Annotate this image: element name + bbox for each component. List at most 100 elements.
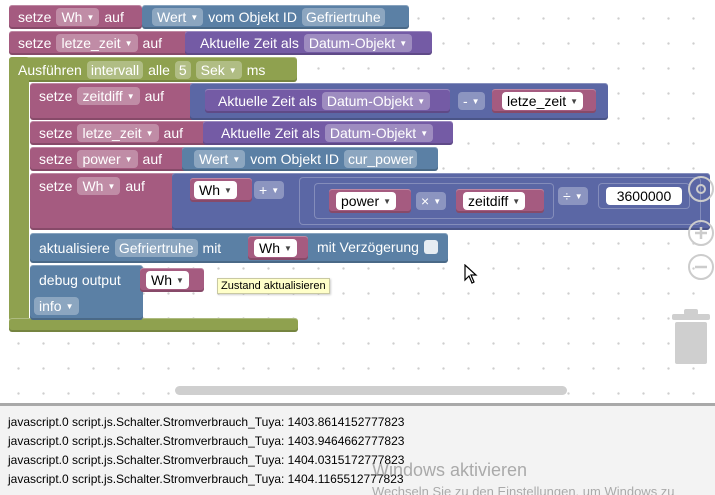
debug-output-block[interactable] [30, 265, 143, 320]
var-dropdown[interactable]: letze_zeit▼ [56, 34, 138, 52]
setze-label: setze [39, 178, 73, 194]
format-dropdown[interactable]: Datum-Objekt▼ [303, 34, 413, 52]
chevron-down-icon: ▼ [420, 128, 429, 138]
delay-label: mit Verzögerung [317, 239, 419, 255]
interval-block[interactable] [9, 57, 297, 82]
zoom-out-button[interactable] [688, 254, 714, 280]
minus-icon [695, 265, 707, 269]
chevron-down-icon: ▼ [512, 196, 521, 206]
var-dropdown[interactable]: letze_zeit▼ [77, 124, 159, 142]
operator-dropdown[interactable]: -▼ [458, 92, 485, 110]
auf-label: auf [104, 9, 124, 25]
ausfuehren-label: Ausführen [18, 62, 82, 78]
plus-icon [695, 227, 707, 239]
var-dropdown[interactable]: power▼ [336, 192, 397, 210]
interval-block-foot [9, 318, 298, 332]
operator-dropdown[interactable]: +▼ [254, 181, 285, 199]
ms-label: ms [246, 62, 266, 78]
current-time-label: Aktuelle Zeit als [221, 125, 320, 141]
var-dropdown[interactable]: Wh▼ [254, 239, 297, 257]
chevron-down-icon: ▼ [65, 301, 74, 311]
chevron-down-icon: ▼ [145, 128, 154, 138]
setze-label: setze [39, 151, 73, 167]
log-panel: javascript.0 script.js.Schalter.Stromver… [0, 403, 715, 495]
setze-label: setze [18, 9, 52, 25]
var-dropdown[interactable]: letze_zeit▼ [502, 92, 584, 110]
mit-label: mit [202, 240, 222, 256]
chevron-down-icon: ▼ [228, 65, 237, 75]
format-dropdown[interactable]: Datum-Objekt▼ [321, 92, 431, 110]
auf-label: auf [163, 125, 184, 141]
set-letze-zeit-block[interactable] [9, 31, 192, 55]
log-line: javascript.0 script.js.Schalter.Stromver… [8, 472, 404, 486]
chevron-down-icon: ▼ [86, 12, 95, 22]
chevron-down-icon: ▼ [399, 38, 408, 48]
var-dropdown[interactable]: Wh▼ [56, 8, 100, 26]
mouse-cursor-icon [464, 264, 478, 284]
log-line: javascript.0 script.js.Schalter.Stromver… [8, 434, 405, 448]
object-id-label: vom Objekt ID [250, 151, 339, 167]
number-field[interactable]: 3600000 [606, 187, 682, 205]
current-time-label: Aktuelle Zeit als [218, 93, 317, 109]
alle-label: alle [148, 62, 170, 78]
horizontal-scrollbar[interactable] [175, 386, 567, 395]
aktualisiere-label: aktualisiere [39, 240, 110, 256]
set-letze-zeit-block[interactable] [30, 121, 208, 145]
activation-watermark-subtitle: Wechseln Sie zu den Einstellungen, um Wi… [372, 484, 675, 495]
var-dropdown[interactable]: Wh▼ [194, 181, 237, 199]
object-id-field[interactable]: Gefriertruhe [114, 239, 198, 257]
interval-name-field[interactable]: intervall [86, 61, 144, 79]
var-dropdown[interactable]: power▼ [77, 150, 138, 168]
auf-label: auf [142, 151, 162, 167]
update-state-block[interactable] [30, 233, 448, 263]
interval-block-spine [9, 57, 29, 321]
time-block[interactable] [185, 31, 432, 55]
time-block[interactable] [205, 89, 450, 113]
chevron-down-icon: ▼ [176, 275, 184, 285]
chevron-down-icon: ▼ [284, 243, 292, 253]
log-line: javascript.0 script.js.Schalter.Stromver… [8, 415, 405, 429]
delay-checkbox[interactable] [423, 240, 438, 254]
chevron-down-icon: ▼ [574, 191, 583, 201]
set-power-block[interactable] [30, 147, 188, 171]
current-time-label: Aktuelle Zeit als [200, 35, 299, 51]
blockly-workspace[interactable]: setze Wh▼ auf Wert▼ vom Objekt ID Gefrie… [0, 0, 715, 402]
zoom-in-button[interactable] [688, 220, 714, 246]
get-state-block[interactable] [182, 147, 438, 171]
get-state-block[interactable] [142, 5, 409, 29]
chevron-down-icon: ▼ [224, 185, 232, 195]
trash-icon[interactable] [670, 308, 712, 366]
wert-dropdown[interactable]: Wert▼ [194, 150, 246, 168]
setze-label: setze [39, 88, 73, 104]
set-wh-block[interactable] [30, 173, 176, 230]
var-dropdown[interactable]: Wh▼ [77, 177, 121, 195]
auf-label: auf [125, 178, 145, 194]
chevron-down-icon: ▼ [107, 181, 116, 191]
operator-dropdown[interactable]: ×▼ [416, 192, 447, 210]
chevron-down-icon: ▼ [471, 96, 480, 106]
target-icon [696, 184, 706, 194]
object-id-field[interactable]: cur_power [343, 150, 418, 168]
chevron-down-icon: ▼ [433, 196, 442, 206]
operator-dropdown[interactable]: ÷▼ [558, 187, 588, 205]
format-dropdown[interactable]: Datum-Objekt▼ [324, 124, 434, 142]
debug-output-label: debug output [39, 272, 121, 288]
chevron-down-icon: ▼ [232, 154, 241, 164]
set-wh-block[interactable] [9, 5, 142, 29]
log-line: javascript.0 script.js.Schalter.Stromver… [8, 453, 405, 467]
set-zeitdiff-block[interactable] [30, 83, 198, 120]
object-id-label: vom Objekt ID [208, 9, 297, 25]
wert-dropdown[interactable]: Wert▼ [152, 8, 204, 26]
var-dropdown[interactable]: zeitdiff▼ [463, 192, 526, 210]
chevron-down-icon: ▼ [417, 96, 426, 106]
interval-value-field[interactable]: 5 [174, 61, 191, 79]
log-level-dropdown[interactable]: info▼ [34, 297, 79, 315]
object-id-field[interactable]: Gefriertruhe [301, 8, 385, 26]
time-block[interactable] [203, 121, 453, 145]
recenter-button[interactable] [688, 176, 714, 202]
auf-label: auf [142, 35, 163, 51]
var-dropdown[interactable]: zeitdiff▼ [77, 87, 140, 105]
unit-dropdown[interactable]: Sek▼ [195, 61, 242, 79]
chevron-down-icon: ▼ [124, 38, 133, 48]
var-dropdown[interactable]: Wh▼ [146, 271, 189, 289]
